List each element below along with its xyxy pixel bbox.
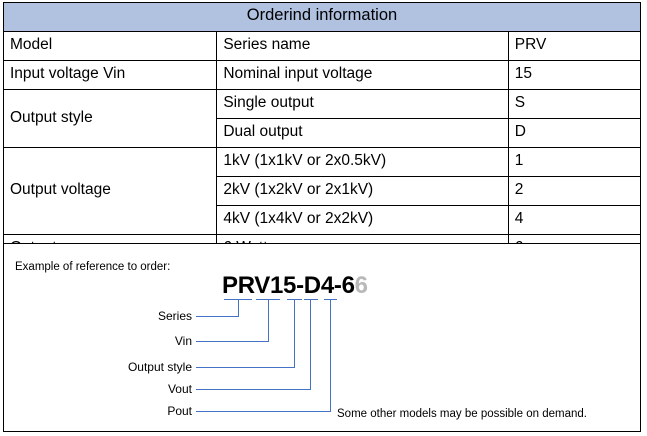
- row-code-cell: 15: [507, 60, 642, 90]
- callout-hline-output-style: [196, 367, 295, 368]
- row-description-cell: Dual output: [216, 118, 509, 148]
- row-code-cell: 2: [507, 176, 642, 206]
- row-code-cell: 1: [507, 147, 642, 177]
- availability-note: Some other models may be possible on dem…: [337, 408, 587, 420]
- table-row: Input voltage Vin Nominal input voltage …: [2, 60, 642, 90]
- order-reference-example-panel: Example of reference to order: PRV15-D4-…: [3, 243, 641, 432]
- row-label-cell: Model: [2, 31, 218, 61]
- row-description-cell: Nominal input voltage: [216, 60, 509, 90]
- callout-tick-vin: [256, 299, 280, 300]
- row-code-cell: 4: [507, 205, 642, 235]
- callout-tick-vout: [304, 299, 318, 300]
- callout-vline-output-style: [294, 300, 295, 367]
- callout-tick-output-style: [287, 299, 302, 300]
- callout-vline-vout: [310, 300, 311, 389]
- callout-label-pout: Pout: [167, 404, 192, 418]
- table-row: 2kV (1x2kV or 2x1kV) 2: [4, 176, 642, 206]
- callout-hline-vin: [196, 341, 269, 342]
- callout-vline-pout: [330, 300, 331, 411]
- row-label-cell: Input voltage Vin: [2, 60, 218, 90]
- row-code-cell: D: [507, 118, 642, 148]
- example-model-string-text: PRV15-D4-6: [222, 272, 355, 299]
- table-title-cell: Orderind information: [3, 2, 641, 32]
- row-description-cell: 2kV (1x2kV or 2x1kV): [216, 176, 509, 206]
- callout-label-output-style: Output style: [127, 360, 192, 374]
- callout-label-vin: Vin: [174, 334, 192, 348]
- table-header-row: Orderind information: [3, 2, 641, 32]
- callout-vline-vin: [268, 300, 269, 341]
- callout-label-vout: Vout: [167, 382, 192, 396]
- callout-hline-pout: [196, 411, 331, 412]
- callout-vline-series: [238, 300, 239, 316]
- table-row: Model Series name PRV: [2, 31, 642, 61]
- example-model-string: PRV15-D4-66: [222, 274, 368, 298]
- table-row: Output style Single output S: [2, 89, 642, 148]
- row-description-cell: Series name: [216, 31, 509, 61]
- row-description-cell: Single output: [216, 89, 509, 119]
- row-label-cell: Output voltage: [2, 147, 218, 235]
- example-caption: Example of reference to order:: [15, 261, 171, 273]
- table-row: 4kV (1x4kV or 2x2kV) 4: [4, 205, 642, 235]
- example-model-string-clipped-fragment: 6: [354, 272, 368, 299]
- callout-tick-pout: [324, 299, 337, 300]
- row-description-cell: 1kV (1x1kV or 2x0.5kV): [216, 147, 509, 177]
- callout-hline-vout: [196, 389, 311, 390]
- row-label-cell: Output style: [2, 89, 218, 148]
- row-code-cell: PRV: [507, 31, 642, 61]
- callout-tick-series: [224, 299, 252, 300]
- table-row: Dual output D: [4, 118, 642, 148]
- row-description-cell: 4kV (1x4kV or 2x2kV): [216, 205, 509, 235]
- row-code-cell: S: [507, 89, 642, 119]
- callout-hline-series: [196, 316, 239, 317]
- callout-label-series: Series: [157, 309, 192, 323]
- table-row: Output voltage 1kV (1x1kV or 2x0.5kV) 1: [2, 147, 642, 235]
- ordering-information-table: Orderind information Model Series name P…: [2, 2, 642, 264]
